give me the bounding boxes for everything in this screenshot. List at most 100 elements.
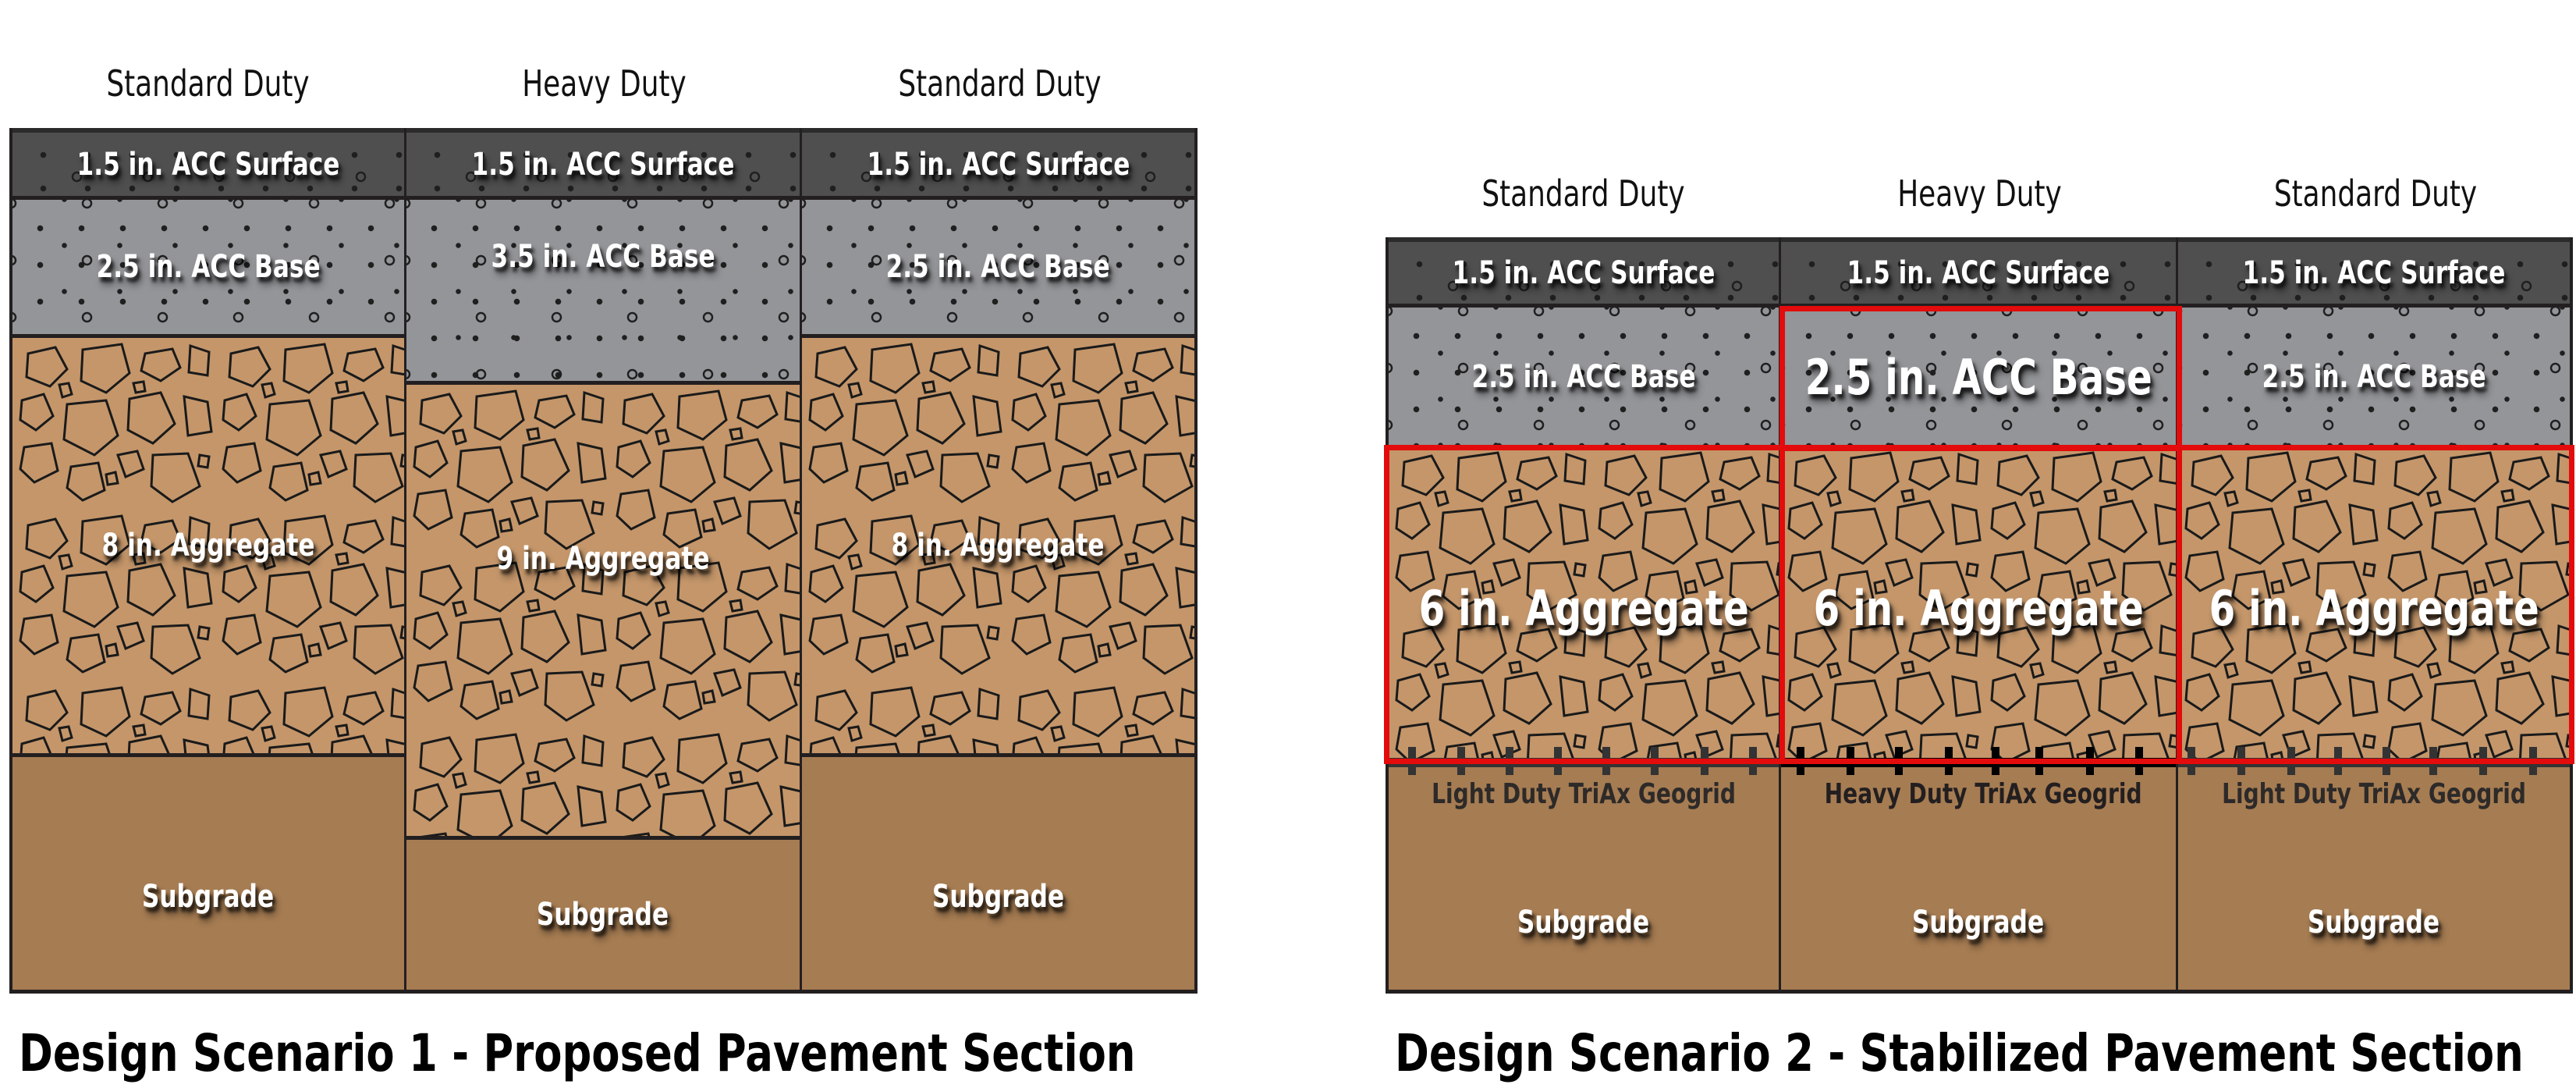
geogrid-rib-icon [1945,747,1953,775]
acc-surface-label: 1.5 in. ACC Surface [76,146,340,183]
aggregate-layer: 9 in. Aggregate [406,385,800,840]
geogrid-rib-icon [2287,747,2295,775]
geogrid-rib-icon [1847,747,1854,775]
geogrid-rib-icon [1701,747,1708,775]
geogrid-rib-icon [1506,747,1513,775]
subgrade-label: Subgrade [1912,904,2045,940]
acc-surface-layer: 1.5 in. ACC Surface [1781,237,2176,308]
aggregate-label: 9 in. Aggregate [496,541,710,577]
aggregate-layer: 8 in. Aggregate [802,338,1194,757]
geogrid-label: Light Duty TriAx Geogrid [1432,778,1736,810]
scenario2-column-heavy-duty: 1.5 in. ACC Surface 2.5 in. ACC Base 6 i… [1781,237,2178,990]
acc-base-layer: 2.5 in. ACC Base [802,200,1194,338]
acc-base-label: 2.5 in. ACC Base [2262,359,2486,395]
subgrade-label: Subgrade [931,879,1065,915]
geogrid-rib-icon [2383,747,2390,775]
scenario2-header-standard-duty-left: Standard Duty [1481,172,1685,215]
acc-base-layer: 2.5 in. ACC Base [12,200,404,338]
acc-surface-label: 1.5 in. ACC Surface [1847,254,2110,291]
light-duty-geogrid [2178,747,2570,775]
aggregate-pattern [12,338,404,753]
geogrid-label: Heavy Duty TriAx Geogrid [1824,778,2142,810]
acc-surface-layer: 1.5 in. ACC Surface [1389,237,1779,308]
scenario1-column-heavy-duty: 1.5 in. ACC Surface 3.5 in. ACC Base 9 i… [406,128,802,990]
geogrid-rib-icon [1797,747,1804,775]
subgrade-layer: Subgrade [802,757,1194,990]
acc-surface-label: 1.5 in. ACC Surface [2242,254,2506,291]
aggregate-pattern [802,338,1194,753]
geogrid-rib-icon [2429,747,2437,775]
subgrade-layer: Light Duty TriAx Geogrid Subgrade [2178,761,2570,990]
acc-base-label: 2.5 in. ACC Base [1471,359,1696,395]
geogrid-rib-icon [1457,747,1465,775]
subgrade-layer: Light Duty TriAx Geogrid Subgrade [1389,761,1779,990]
acc-base-label: 2.5 in. ACC Base [885,249,1111,285]
aggregate-layer: 6 in. Aggregate [1389,446,1779,761]
geogrid-rib-icon [2035,747,2043,775]
subgrade-label: Subgrade [537,897,669,933]
aggregate-label: 6 in. Aggregate [1418,580,1749,637]
scenario2-header-standard-duty-right: Standard Duty [2273,172,2478,215]
scenario2-column-standard-duty-right: 1.5 in. ACC Surface 2.5 in. ACC Base 6 i… [2178,237,2573,990]
scenario2-diagram: 1.5 in. ACC Surface 2.5 in. ACC Base 6 i… [1386,237,2573,994]
subgrade-label: Subgrade [142,879,275,915]
aggregate-label: 8 in. Aggregate [101,528,315,564]
scenario1-header-standard-duty-right: Standard Duty [898,62,1102,105]
geogrid-rib-icon [2479,747,2487,775]
heavy-duty-geogrid [1781,747,2176,775]
acc-surface-label: 1.5 in. ACC Surface [471,146,735,183]
acc-base-label: 2.5 in. ACC Base [1804,348,2152,406]
acc-base-layer: 2.5 in. ACC Base [1389,308,1779,446]
acc-surface-layer: 1.5 in. ACC Surface [2178,237,2570,308]
geogrid-rib-icon [1895,747,1903,775]
geogrid-rib-icon [2334,747,2342,775]
acc-surface-layer: 1.5 in. ACC Surface [12,128,404,200]
scenario1-title: Design Scenario 1 - Proposed Pavement Se… [19,1023,1136,1083]
acc-base-label: 2.5 in. ACC Base [96,249,321,285]
geogrid-rib-icon [1554,747,1562,775]
subgrade-layer: Subgrade [12,757,404,990]
scenario2-title: Design Scenario 2 - Stabilized Pavement … [1395,1023,2524,1083]
acc-base-layer: 2.5 in. ACC Base [1781,308,2176,446]
geogrid-rib-icon [2187,747,2195,775]
light-duty-geogrid [1389,747,1779,775]
geogrid-rib-icon [2135,747,2143,775]
scenario1-header-standard-duty-left: Standard Duty [106,62,310,105]
subgrade-layer: Subgrade [406,840,800,990]
scenario2-header-heavy-duty: Heavy Duty [1897,172,2062,215]
scenario1-column-standard-duty-left: 1.5 in. ACC Surface 2.5 in. ACC Base 8 i… [9,128,406,990]
geogrid-rib-icon [1749,747,1757,775]
geogrid-rib-icon [1992,747,1999,775]
scenario1-diagram: 1.5 in. ACC Surface 2.5 in. ACC Base 8 i… [9,128,1198,994]
geogrid-rib-icon [2237,747,2245,775]
aggregate-label: 8 in. Aggregate [891,528,1105,564]
aggregate-label: 6 in. Aggregate [1813,580,2144,637]
aggregate-layer: 8 in. Aggregate [12,338,404,757]
aggregate-pattern [1389,446,1779,761]
geogrid-rib-icon [1602,747,1610,775]
aggregate-pattern [2178,446,2570,761]
aggregate-layer: 6 in. Aggregate [2178,446,2570,761]
geogrid-rib-icon [1408,747,1416,775]
acc-surface-layer: 1.5 in. ACC Surface [802,128,1194,200]
aggregate-label: 6 in. Aggregate [2209,580,2539,637]
geogrid-rib-icon [2086,747,2094,775]
acc-surface-label: 1.5 in. ACC Surface [1452,254,1716,291]
scenario1-header-heavy-duty: Heavy Duty [522,62,687,105]
subgrade-label: Subgrade [2308,904,2440,940]
aggregate-layer: 6 in. Aggregate [1781,446,2176,761]
subgrade-layer: Heavy Duty TriAx Geogrid Subgrade [1781,761,2176,990]
scenario1-column-standard-duty-right: 1.5 in. ACC Surface 2.5 in. ACC Base 8 i… [802,128,1198,990]
geogrid-label: Light Duty TriAx Geogrid [2222,778,2526,810]
acc-base-layer: 3.5 in. ACC Base [406,200,800,385]
subgrade-label: Subgrade [1517,904,1650,940]
geogrid-rib-icon [2529,747,2537,775]
acc-surface-label: 1.5 in. ACC Surface [867,146,1130,183]
scenario2-column-standard-duty-left: 1.5 in. ACC Surface 2.5 in. ACC Base 6 i… [1386,237,1781,990]
acc-surface-layer: 1.5 in. ACC Surface [406,128,800,200]
acc-base-label: 3.5 in. ACC Base [491,239,715,275]
acc-base-layer: 2.5 in. ACC Base [2178,308,2570,446]
aggregate-pattern [406,385,800,836]
aggregate-pattern [1781,446,2176,761]
geogrid-rib-icon [1651,747,1659,775]
